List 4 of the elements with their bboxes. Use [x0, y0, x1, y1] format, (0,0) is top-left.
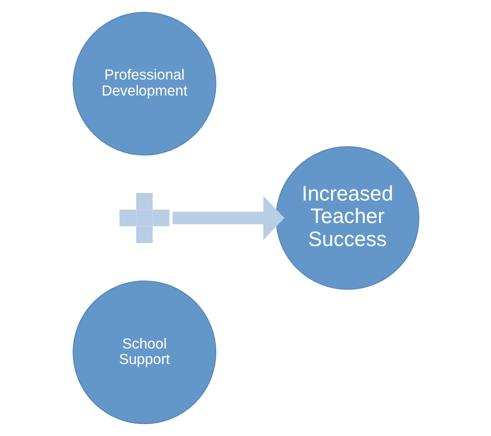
- node-circle: Increased Teacher Success: [275, 146, 419, 290]
- node-circle: Professional Development: [72, 12, 216, 156]
- arrow: [172, 196, 284, 240]
- node-circle: School Support: [72, 280, 216, 424]
